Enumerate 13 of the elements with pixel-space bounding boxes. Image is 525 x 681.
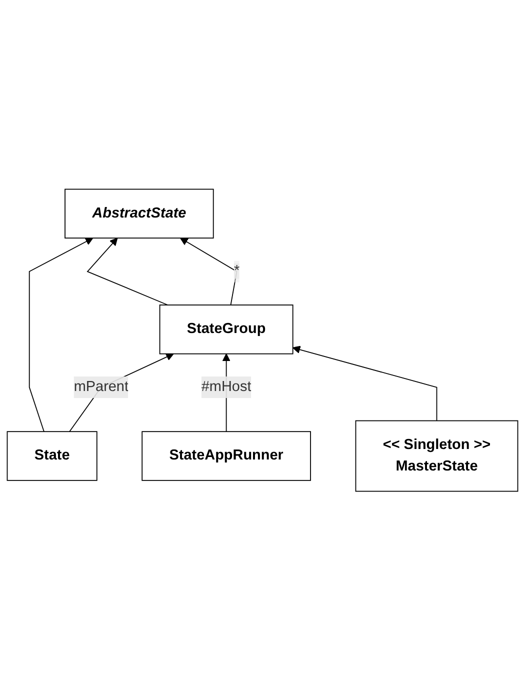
edge-label: * bbox=[234, 264, 240, 279]
edge-label: mParent bbox=[74, 379, 128, 395]
arrow bbox=[292, 346, 438, 422]
arrow bbox=[69, 353, 174, 432]
node-box: AbstractState bbox=[64, 189, 214, 239]
node-box: StateGroup bbox=[159, 304, 294, 354]
node-box: StateAppRunner bbox=[142, 431, 311, 482]
arrow bbox=[86, 238, 168, 306]
node-box: State bbox=[6, 431, 98, 482]
arrow bbox=[28, 238, 94, 432]
edge-label: #mHost bbox=[201, 379, 252, 395]
arrow bbox=[180, 238, 238, 306]
node-box: << Singleton >> MasterState bbox=[355, 420, 518, 492]
